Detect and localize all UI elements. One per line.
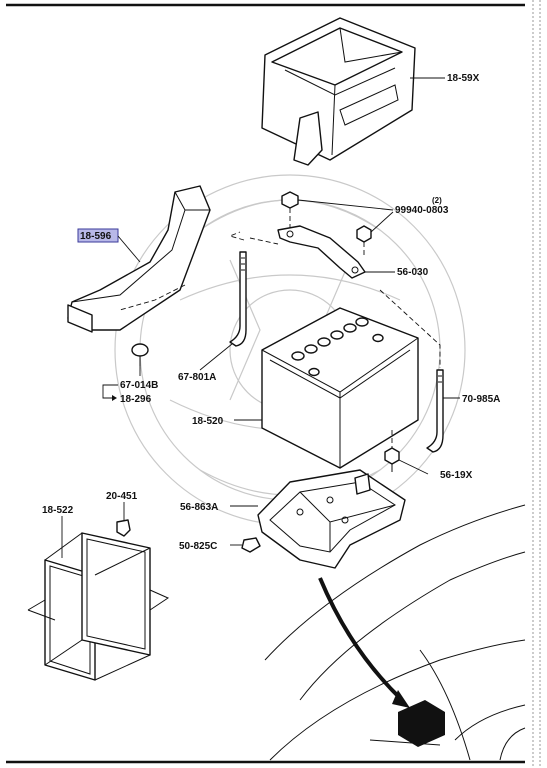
label-56-863a: 56-863A xyxy=(180,502,218,513)
battery-part xyxy=(261,307,419,469)
wire-clip-part xyxy=(116,519,131,537)
label-18-59x: 18-59X xyxy=(447,73,480,84)
label-56-19x: 56-19X xyxy=(440,470,473,481)
battery-caps xyxy=(291,317,369,361)
label-70-985a: 70-985A xyxy=(462,394,500,405)
j-bolt-right-part xyxy=(426,369,444,453)
nut-part xyxy=(281,191,372,243)
label-qty-2: (2) xyxy=(432,196,442,205)
label-50-825c: 50-825C xyxy=(179,541,217,552)
small-clip-part xyxy=(241,537,261,553)
label-56-030: 56-030 xyxy=(397,267,429,278)
j-bolt-left-part xyxy=(229,251,247,347)
battery-terminal xyxy=(308,367,320,377)
label-18-520: 18-520 xyxy=(192,416,224,427)
battery-frame-part xyxy=(27,532,170,681)
label-67-801a: 67-801A xyxy=(178,372,216,383)
console-box-part xyxy=(261,17,416,166)
label-18-596: 18-596 xyxy=(80,231,112,242)
label-18-296: 18-296 xyxy=(120,394,152,405)
label-18-522: 18-522 xyxy=(42,505,74,516)
battery-bracket-part xyxy=(277,225,366,279)
battery-tray-part xyxy=(257,469,406,569)
battery-terminal xyxy=(372,333,384,343)
label-67-014b: 67-014B xyxy=(120,380,158,391)
page-border xyxy=(6,0,541,768)
location-arrow xyxy=(318,577,404,702)
highlight-box xyxy=(77,228,119,243)
bolt-part xyxy=(384,447,400,472)
car-outline xyxy=(264,504,526,761)
label-99940-0803: 99940-0803 xyxy=(395,205,449,216)
air-duct-part xyxy=(67,185,211,333)
label-20-451: 20-451 xyxy=(106,491,138,502)
duct-clip-part xyxy=(131,343,149,366)
battery-location-marker xyxy=(398,700,445,747)
